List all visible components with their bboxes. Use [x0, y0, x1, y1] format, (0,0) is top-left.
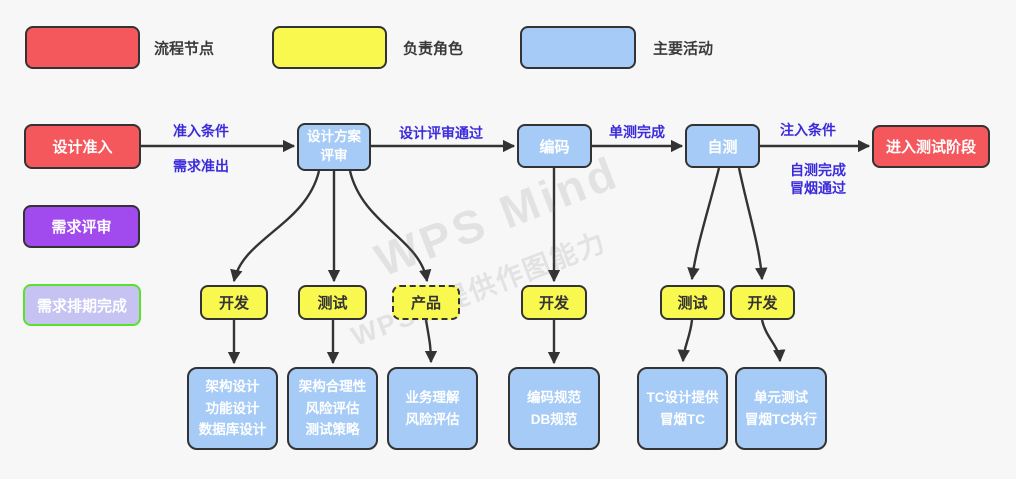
edge-label-entry-condition[interactable]: 准入条件: [173, 122, 229, 139]
legend-swatch-process-node[interactable]: [25, 26, 140, 69]
connector-selftest-to-test-role[interactable]: [687, 167, 721, 281]
connector-testrole-to-tc-design[interactable]: [677, 319, 694, 363]
activity-architecture-design[interactable]: 架构设计 功能设计 数据库设计: [187, 367, 278, 450]
legend-label-process-node: 流程节点: [154, 40, 215, 58]
node-design-review[interactable]: 设计方案 评审: [297, 123, 371, 171]
legend-label-role: 负责角色: [403, 40, 464, 58]
role-dev-coding[interactable]: 开发: [521, 285, 587, 320]
node-self-test[interactable]: 自测: [685, 124, 760, 168]
role-dev-selftest[interactable]: 开发: [730, 285, 795, 320]
legend-swatch-activity[interactable]: [520, 26, 636, 69]
edge-label-unit-test-done[interactable]: 单测完成: [609, 123, 665, 140]
connector-devrole-to-unit-test[interactable]: [760, 319, 786, 363]
node-design-entry[interactable]: 设计准入: [24, 124, 141, 169]
legend-swatch-role[interactable]: [272, 26, 387, 69]
activity-business-understanding[interactable]: 业务理解 风险评估: [387, 367, 478, 450]
activity-unit-test[interactable]: 单元测试 冒烟TC执行: [735, 367, 827, 450]
connector-review-to-dev-role[interactable]: [230, 170, 321, 283]
role-dev-design[interactable]: 开发: [200, 285, 268, 320]
edge-label-selftest-done-smoke-passed[interactable]: 自测完成 冒烟通过: [790, 161, 846, 196]
edge-label-design-review-passed[interactable]: 设计评审通过: [399, 124, 483, 141]
edge-label-requirement-exit[interactable]: 需求准出: [173, 157, 229, 174]
connector-productrole-to-business[interactable]: [424, 319, 438, 364]
connector-selftest-to-dev-role[interactable]: [737, 167, 768, 281]
node-enter-test-phase[interactable]: 进入测试阶段: [872, 125, 990, 168]
connector-review-to-product-role[interactable]: [348, 170, 432, 283]
node-coding[interactable]: 编码: [517, 124, 592, 168]
edge-label-injection-condition[interactable]: 注入条件: [780, 121, 836, 138]
role-test-design[interactable]: 测试: [298, 285, 367, 320]
activity-coding-spec[interactable]: 编码规范 DB规范: [508, 367, 600, 450]
activity-tc-design[interactable]: TC设计提供 冒烟TC: [637, 367, 728, 450]
node-requirement-schedule-done[interactable]: 需求排期完成: [23, 284, 141, 326]
role-test-selftest[interactable]: 测试: [660, 285, 725, 320]
legend-label-activity: 主要活动: [653, 40, 714, 58]
node-requirement-review[interactable]: 需求评审: [23, 205, 140, 248]
activity-architecture-rationality[interactable]: 架构合理性 风险评估 测试策略: [287, 367, 378, 450]
role-product-design[interactable]: 产品: [392, 285, 460, 320]
